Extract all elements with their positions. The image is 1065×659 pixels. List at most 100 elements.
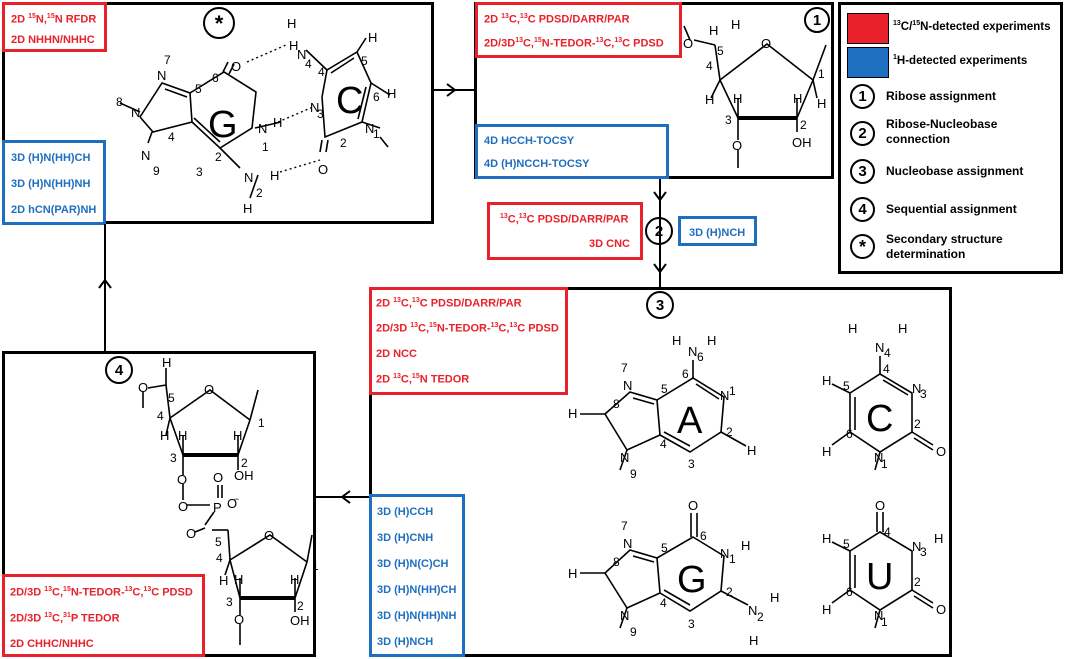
svg-text:N: N — [131, 105, 140, 120]
svg-text:5: 5 — [661, 382, 668, 396]
svg-text:H: H — [731, 17, 740, 32]
svg-text:O: O — [264, 528, 274, 543]
gc-hbonds — [246, 44, 321, 173]
legend-mark-1: 1 — [850, 84, 875, 109]
svg-text:H: H — [741, 538, 750, 553]
star-blue-exp-1: 3D (H)N(HH)CH — [11, 152, 91, 164]
four-red-exp-2: 2D/3D 13C,31P TEDOR — [10, 612, 120, 625]
ribose-structure-1 — [683, 25, 827, 168]
svg-text:N: N — [310, 100, 319, 115]
legend-mark-2: 2 — [850, 121, 875, 146]
three-blue-exp-4: 3D (H)N(HH)CH — [377, 584, 457, 596]
svg-text:H: H — [287, 16, 296, 31]
three-red-exp-2: 2D/3D 13C,15N-TEDOR-13C,13C PDSD — [376, 322, 559, 335]
star-red-exp-2: 2D NHHN/NHHC — [11, 34, 95, 46]
svg-text:N: N — [688, 344, 697, 359]
legend-label-2: Ribose-Nucleobase connection — [886, 117, 998, 146]
svg-text:5: 5 — [361, 54, 368, 68]
svg-text:N: N — [157, 68, 166, 83]
svg-text:6: 6 — [697, 350, 704, 364]
svg-text:4: 4 — [168, 130, 175, 144]
svg-text:H: H — [934, 531, 943, 546]
svg-text:2: 2 — [340, 136, 347, 150]
svg-text:O: O — [683, 36, 693, 51]
uracil-letter: U — [866, 556, 893, 598]
svg-text:N: N — [365, 121, 374, 136]
svg-text:4: 4 — [884, 346, 891, 360]
guanine-structure — [580, 513, 749, 629]
svg-text:O: O — [138, 380, 148, 395]
svg-text:H: H — [289, 38, 298, 53]
legend-red-swatch — [847, 13, 889, 44]
four-red-exp-1: 2D/3D 13C,15N-TEDOR-13C,13C PDSD — [10, 586, 193, 599]
svg-text:2: 2 — [914, 575, 921, 589]
two-red-exp-2: 3D CNC — [589, 238, 630, 250]
svg-text:O: O — [204, 382, 214, 397]
gc-pair-structure — [119, 37, 391, 199]
svg-text:1: 1 — [881, 615, 888, 629]
svg-text:2: 2 — [215, 150, 222, 164]
three-blue-exp-5: 3D (H)N(HH)NH — [377, 610, 457, 622]
svg-text:O: O — [688, 498, 698, 513]
svg-text:7: 7 — [621, 519, 628, 533]
arrowhead-1-to-2 — [653, 191, 667, 202]
svg-text:P: P — [213, 500, 222, 515]
svg-text:4: 4 — [305, 57, 312, 71]
svg-text:H: H — [243, 201, 252, 216]
svg-text:O: O — [318, 162, 328, 177]
svg-text:H: H — [709, 23, 718, 38]
svg-text:H: H — [770, 590, 779, 605]
svg-text:N: N — [623, 378, 632, 393]
svg-text:1: 1 — [818, 67, 825, 81]
svg-text:O: O — [875, 498, 885, 513]
svg-text:O: O — [761, 36, 771, 51]
svg-text:7: 7 — [621, 361, 628, 375]
svg-text:O: O — [936, 444, 946, 459]
svg-text:H: H — [707, 333, 716, 348]
svg-text:3: 3 — [920, 387, 927, 401]
one-red-exp-1: 2D 13C,13C PDSD/DARR/PAR — [484, 13, 630, 26]
svg-text:O: O — [234, 612, 244, 627]
svg-text:H: H — [219, 573, 228, 588]
svg-text:3: 3 — [725, 113, 732, 127]
svg-text:5: 5 — [195, 82, 202, 96]
svg-text:2: 2 — [241, 456, 248, 470]
svg-text:6: 6 — [212, 71, 219, 85]
three-red-exp-4: 2D 13C,15N TEDOR — [376, 373, 470, 386]
three-blue-exp-2: 3D (H)CNH — [377, 532, 434, 544]
dinucleotide-structure — [142, 368, 313, 645]
svg-text:O: O — [213, 470, 223, 485]
svg-text:2: 2 — [800, 118, 807, 132]
star-step-marker: * — [203, 7, 235, 39]
svg-text:H: H — [848, 321, 857, 336]
legend-mark-5: * — [850, 234, 875, 259]
svg-text:OH: OH — [792, 135, 812, 150]
svg-text:5: 5 — [843, 537, 850, 551]
legend-label-3: Nucleobase assignment — [886, 164, 1024, 178]
uracil-labels: O 45 H6 H N3 H 2O N1 — [822, 498, 946, 629]
svg-text:2: 2 — [914, 417, 921, 431]
svg-text:H: H — [234, 572, 243, 587]
svg-text:OH: OH — [234, 468, 254, 483]
svg-text:O: O — [178, 499, 188, 514]
svg-text:H: H — [749, 633, 758, 648]
svg-text:2: 2 — [726, 425, 733, 439]
svg-text:H: H — [568, 566, 577, 581]
svg-text:4: 4 — [216, 551, 223, 565]
arrowhead-4-to-star — [98, 278, 112, 289]
svg-text:N: N — [620, 450, 629, 465]
svg-text:N: N — [720, 546, 729, 561]
svg-text:H: H — [817, 96, 826, 111]
svg-text:1: 1 — [729, 384, 736, 398]
two-blue-box: 3D (H)NCH — [678, 216, 757, 246]
gc-cytosine-letter: C — [336, 80, 363, 122]
legend-label-4: Sequential assignment — [886, 202, 1017, 216]
svg-text:6: 6 — [373, 90, 380, 104]
adenine-structure — [580, 360, 747, 471]
one-blue-box: 4D HCCH-TOCSY 4D (H)NCCH-TOCSY — [475, 124, 669, 179]
